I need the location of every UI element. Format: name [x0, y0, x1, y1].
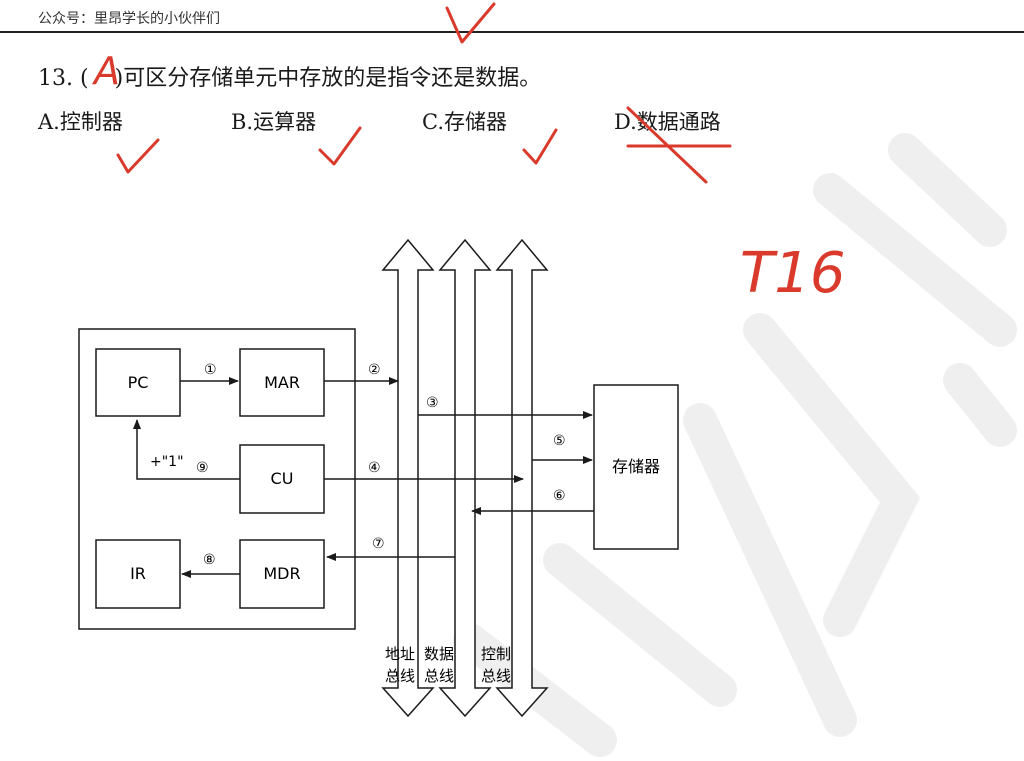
data-bus [438, 238, 492, 718]
step-1: ① [204, 362, 217, 378]
handwritten-answer-a: A [91, 49, 120, 93]
option-a: A.控制器 [38, 110, 123, 134]
ir-label: IR [130, 564, 146, 583]
ir-box [95, 539, 181, 609]
pc-box [95, 348, 181, 417]
plus-one-label: +"1" [150, 454, 184, 470]
check-mark-option-c [522, 128, 558, 165]
header-divider [0, 31, 1024, 33]
memory-box [593, 384, 679, 550]
step-5: ⑤ [553, 433, 566, 449]
step-9: ⑨ [196, 460, 209, 476]
step-7: ⑦ [372, 536, 385, 552]
memory-label: 存储器 [612, 457, 660, 476]
watermark [453, 133, 1017, 757]
address-bus-label-1: 地址 [385, 645, 415, 663]
address-bus [381, 238, 435, 718]
question-text: 可区分存储单元中存放的是指令还是数据。 [123, 66, 542, 91]
control-bus-label-2: 总线 [481, 667, 511, 685]
control-bus-label-1: 控制 [481, 645, 511, 663]
mar-label: MAR [264, 373, 300, 392]
data-bus-label-1: 数据 [424, 645, 454, 663]
option-c: C.存储器 [422, 110, 507, 134]
answer-close-paren: ) [114, 66, 124, 91]
step-8: ⑧ [203, 552, 216, 568]
cu-label: CU [271, 469, 294, 488]
step-2: ② [368, 362, 381, 378]
data-bus-label-2: 总线 [424, 667, 454, 685]
check-mark-option-b [318, 126, 362, 166]
question-13: 13. ()可区分存储单元中存放的是指令还是数据。 [38, 60, 541, 92]
mdr-label: MDR [263, 564, 300, 583]
check-mark-header [445, 2, 496, 44]
step-4: ④ [368, 460, 381, 476]
option-d: D.数据通路 [614, 110, 721, 134]
svg-text:A: A [91, 49, 120, 93]
step-6: ⑥ [553, 488, 566, 504]
page-header: 公众号：里昂学长的小伙伴们 [38, 11, 220, 27]
handwritten-note-t16: T16 [740, 241, 845, 306]
pc-label: PC [128, 373, 149, 392]
option-b: B.运算器 [231, 110, 317, 134]
address-bus-label-2: 总线 [385, 667, 415, 685]
arrow-9 [133, 419, 240, 480]
step-3: ③ [426, 395, 439, 411]
svg-text:T16: T16 [740, 241, 845, 306]
answer-open-paren: ( [80, 66, 89, 91]
check-mark-option-a [116, 138, 160, 174]
question-number: 13. [38, 66, 73, 91]
mar-box [239, 348, 325, 417]
